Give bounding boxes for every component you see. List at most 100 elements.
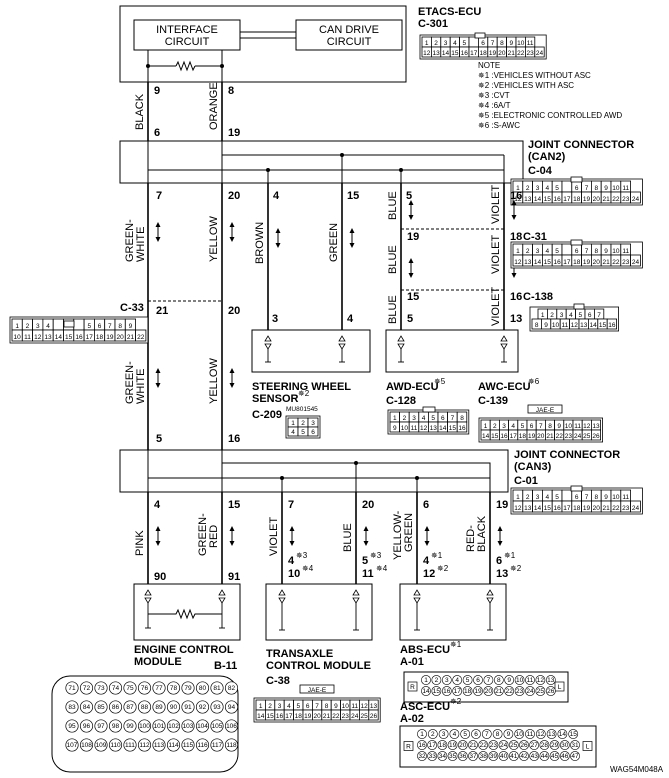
svg-text:15: 15 xyxy=(544,259,552,266)
svg-text:10: 10 xyxy=(401,425,409,432)
svg-text:15: 15 xyxy=(449,425,457,432)
wire-violet-3: VIOLET xyxy=(490,287,502,326)
svg-text:19: 19 xyxy=(489,50,497,57)
svg-text:9: 9 xyxy=(544,322,548,329)
svg-text:15: 15 xyxy=(599,322,607,329)
svg-text:16: 16 xyxy=(276,713,284,720)
svg-text:110: 110 xyxy=(110,742,121,749)
wire-green-white-4: WHITE xyxy=(135,369,147,404)
svg-text:16: 16 xyxy=(443,688,451,695)
svg-text:80: 80 xyxy=(199,685,207,692)
svg-text:16: 16 xyxy=(553,505,561,512)
ecm-title-2: MODULE xyxy=(134,656,182,668)
svg-text:8: 8 xyxy=(500,40,504,47)
svg-text:6: 6 xyxy=(476,677,480,684)
svg-text:38: 38 xyxy=(480,753,488,760)
wire-red-black-1: RED- xyxy=(465,525,477,552)
svg-text:13: 13 xyxy=(547,677,555,684)
asc-mark: ✵2 xyxy=(450,697,462,706)
svg-text:1: 1 xyxy=(259,703,263,710)
tcm-connector-label: C-38 xyxy=(266,675,290,687)
svg-text:24: 24 xyxy=(632,196,640,203)
svg-text:6: 6 xyxy=(306,703,310,710)
can-drive-label-2: CIRCUIT xyxy=(327,36,372,48)
svg-text:9: 9 xyxy=(557,423,561,430)
svg-text:31: 31 xyxy=(571,742,579,749)
svg-text:24: 24 xyxy=(574,433,582,440)
etacs-connector-label: C-301 xyxy=(418,18,448,30)
svg-text:75: 75 xyxy=(126,685,134,692)
interface-label-2: CIRCUIT xyxy=(165,36,210,48)
svg-text:14: 14 xyxy=(439,425,447,432)
svg-text:7: 7 xyxy=(108,323,112,330)
svg-text:108: 108 xyxy=(81,742,92,749)
svg-text:12: 12 xyxy=(537,677,545,684)
svg-text:1: 1 xyxy=(516,494,520,501)
svg-text:25: 25 xyxy=(537,688,545,695)
svg-text:34: 34 xyxy=(439,753,447,760)
svg-text:18: 18 xyxy=(573,259,581,266)
svg-text:12: 12 xyxy=(360,703,368,710)
svg-text:8: 8 xyxy=(118,323,122,330)
svg-text:23: 23 xyxy=(622,196,630,203)
svg-text:118: 118 xyxy=(226,742,237,749)
svg-text:7: 7 xyxy=(597,312,601,319)
svg-text:2: 2 xyxy=(26,323,30,330)
svg-text:11: 11 xyxy=(622,248,629,255)
svg-text:1: 1 xyxy=(15,323,19,330)
svg-text:85: 85 xyxy=(97,704,105,711)
svg-text:11: 11 xyxy=(527,731,534,738)
jc2-pin-5: 5 xyxy=(406,190,412,202)
svg-text:111: 111 xyxy=(125,742,135,749)
svg-text:4: 4 xyxy=(291,429,295,436)
svg-text:6: 6 xyxy=(575,248,579,255)
svg-text:23: 23 xyxy=(622,505,630,512)
svg-text:19: 19 xyxy=(106,334,114,341)
svg-text:14: 14 xyxy=(534,259,542,266)
svg-text:2: 2 xyxy=(431,731,435,738)
svg-text:7: 7 xyxy=(315,703,319,710)
svg-text:22: 22 xyxy=(506,688,514,695)
svg-text:25: 25 xyxy=(510,742,518,749)
svg-text:18: 18 xyxy=(479,50,487,57)
svg-text:41: 41 xyxy=(510,753,518,760)
svg-text:14: 14 xyxy=(589,322,597,329)
svg-text:2: 2 xyxy=(493,423,497,430)
svg-text:10: 10 xyxy=(516,677,524,684)
svg-text:15: 15 xyxy=(544,196,552,203)
abs-pin-4-mark: ✵1 xyxy=(431,551,443,560)
svg-text:23: 23 xyxy=(622,259,630,266)
svg-text:42: 42 xyxy=(520,753,528,760)
svg-text:9: 9 xyxy=(393,425,397,432)
svg-text:17: 17 xyxy=(470,50,478,57)
tcm-pin-4: 4 xyxy=(288,555,295,567)
steering-connector-label: C-209 xyxy=(252,409,282,421)
svg-text:14: 14 xyxy=(422,688,430,695)
svg-text:13: 13 xyxy=(44,334,52,341)
tcm-pin-5-mark: ✵3 xyxy=(370,551,382,560)
svg-text:21: 21 xyxy=(127,334,135,341)
jc2-pin-7: 7 xyxy=(156,190,162,202)
tcm-title-2: CONTROL MODULE xyxy=(266,660,371,672)
svg-text:109: 109 xyxy=(96,742,107,749)
svg-text:22: 22 xyxy=(332,713,340,720)
svg-text:4: 4 xyxy=(545,248,549,255)
svg-text:8: 8 xyxy=(460,415,464,422)
svg-text:72: 72 xyxy=(83,685,91,692)
svg-text:36: 36 xyxy=(459,753,467,760)
svg-text:8: 8 xyxy=(594,248,598,255)
svg-text:14: 14 xyxy=(55,334,63,341)
wire-green-white-1: GREEN- xyxy=(124,219,136,262)
svg-text:3: 3 xyxy=(536,185,540,192)
jc2-pin-4: 4 xyxy=(273,190,280,202)
svg-text:90: 90 xyxy=(170,704,178,711)
svg-text:1: 1 xyxy=(425,40,429,47)
svg-text:74: 74 xyxy=(112,685,120,692)
wire-orange-label: ORANGE xyxy=(208,82,220,130)
ecm-pin-91: 91 xyxy=(228,571,240,583)
svg-text:18: 18 xyxy=(573,196,581,203)
note-5: ✵5 :ELECTRONIC CONTROLLED AWD xyxy=(478,111,622,120)
c31-pin-18: 18 xyxy=(510,231,522,243)
tcm-pin-11-mark: ✵4 xyxy=(376,564,388,573)
svg-text:18: 18 xyxy=(295,713,303,720)
